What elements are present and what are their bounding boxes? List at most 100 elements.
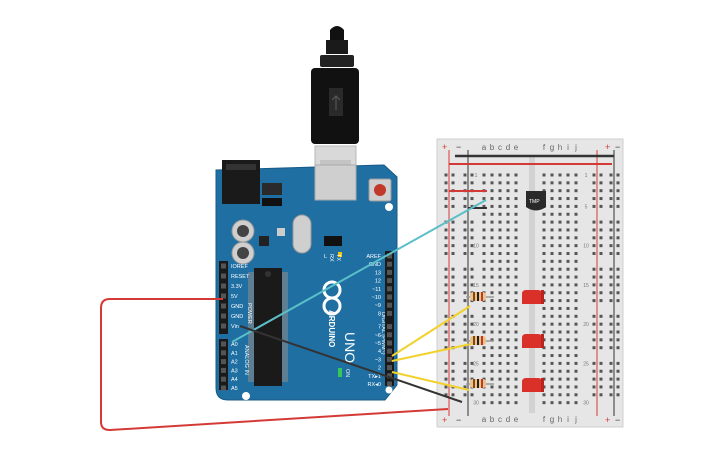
rail-hole[interactable] bbox=[451, 220, 455, 224]
digital-pin[interactable] bbox=[387, 324, 392, 330]
breadboard-hole[interactable] bbox=[514, 283, 518, 287]
rail-hole[interactable] bbox=[451, 283, 455, 287]
rail-hole[interactable] bbox=[444, 299, 448, 303]
rail-hole[interactable] bbox=[444, 204, 448, 208]
breadboard-hole[interactable] bbox=[566, 291, 570, 295]
rail-hole[interactable] bbox=[609, 385, 613, 389]
rail-hole[interactable] bbox=[463, 299, 467, 303]
breadboard-hole[interactable] bbox=[542, 361, 546, 365]
breadboard-hole[interactable] bbox=[550, 291, 554, 295]
resistor[interactable] bbox=[466, 292, 494, 301]
breadboard-hole[interactable] bbox=[498, 330, 502, 334]
rail-hole[interactable] bbox=[599, 377, 603, 381]
rail-hole[interactable] bbox=[463, 393, 467, 397]
breadboard-hole[interactable] bbox=[506, 236, 510, 240]
breadboard-hole[interactable] bbox=[498, 204, 502, 208]
power-pin[interactable] bbox=[221, 263, 226, 269]
rail-hole[interactable] bbox=[451, 197, 455, 201]
rail-hole[interactable] bbox=[609, 291, 613, 295]
breadboard-hole[interactable] bbox=[566, 259, 570, 263]
rail-hole[interactable] bbox=[616, 220, 620, 224]
rail-hole[interactable] bbox=[616, 204, 620, 208]
rail-hole[interactable] bbox=[592, 252, 596, 255]
rail-hole[interactable] bbox=[592, 338, 596, 342]
analog-pin[interactable] bbox=[221, 350, 226, 356]
breadboard-hole[interactable] bbox=[482, 401, 486, 405]
power-pin[interactable] bbox=[221, 273, 226, 279]
breadboard-hole[interactable] bbox=[574, 197, 578, 201]
breadboard-hole[interactable] bbox=[558, 204, 562, 208]
breadboard-hole[interactable] bbox=[558, 322, 562, 326]
breadboard-hole[interactable] bbox=[514, 361, 518, 365]
breadboard-hole[interactable] bbox=[574, 228, 578, 232]
rail-hole[interactable] bbox=[470, 220, 474, 224]
breadboard-hole[interactable] bbox=[574, 346, 578, 350]
rail-hole[interactable] bbox=[599, 314, 603, 318]
breadboard-hole[interactable] bbox=[550, 330, 554, 334]
breadboard-hole[interactable] bbox=[514, 299, 518, 303]
breadboard-hole[interactable] bbox=[566, 212, 570, 216]
breadboard-hole[interactable] bbox=[542, 259, 546, 263]
breadboard-hole[interactable] bbox=[514, 291, 518, 295]
breadboard-hole[interactable] bbox=[514, 346, 518, 350]
digital-pin[interactable] bbox=[387, 253, 392, 259]
breadboard-hole[interactable] bbox=[542, 283, 546, 287]
breadboard-hole[interactable] bbox=[482, 259, 486, 263]
rail-hole[interactable] bbox=[609, 244, 613, 248]
breadboard-hole[interactable] bbox=[514, 385, 518, 389]
breadboard-hole[interactable] bbox=[498, 275, 502, 279]
breadboard-hole[interactable] bbox=[498, 338, 502, 342]
rail-hole[interactable] bbox=[599, 299, 603, 303]
breadboard-hole[interactable] bbox=[498, 252, 502, 255]
rail-hole[interactable] bbox=[444, 322, 448, 326]
rail-hole[interactable] bbox=[616, 244, 620, 248]
rail-hole[interactable] bbox=[470, 330, 474, 334]
rail-hole[interactable] bbox=[609, 220, 613, 224]
breadboard-hole[interactable] bbox=[490, 346, 494, 350]
breadboard-hole[interactable] bbox=[558, 393, 562, 397]
breadboard-hole[interactable] bbox=[490, 189, 494, 193]
breadboard-hole[interactable] bbox=[558, 173, 562, 177]
breadboard-hole[interactable] bbox=[566, 181, 570, 185]
rail-hole[interactable] bbox=[609, 330, 613, 334]
rail-hole[interactable] bbox=[470, 314, 474, 318]
rail-hole[interactable] bbox=[451, 338, 455, 342]
red-led[interactable] bbox=[522, 290, 544, 304]
rail-hole[interactable] bbox=[444, 361, 448, 365]
rail-hole[interactable] bbox=[463, 338, 467, 342]
breadboard-hole[interactable] bbox=[514, 252, 518, 255]
breadboard-hole[interactable] bbox=[482, 228, 486, 232]
breadboard-hole[interactable] bbox=[558, 361, 562, 365]
breadboard-hole[interactable] bbox=[574, 354, 578, 358]
breadboard-hole[interactable] bbox=[490, 377, 494, 381]
breadboard-hole[interactable] bbox=[514, 189, 518, 193]
rail-hole[interactable] bbox=[451, 369, 455, 373]
rail-hole[interactable] bbox=[470, 322, 474, 326]
breadboard-hole[interactable] bbox=[558, 197, 562, 201]
breadboard-hole[interactable] bbox=[566, 236, 570, 240]
rail-hole[interactable] bbox=[451, 322, 455, 326]
breadboard-hole[interactable] bbox=[514, 267, 518, 271]
rail-hole[interactable] bbox=[609, 189, 613, 193]
rail-hole[interactable] bbox=[451, 299, 455, 303]
rail-hole[interactable] bbox=[463, 181, 467, 185]
breadboard-hole[interactable] bbox=[506, 322, 510, 326]
breadboard-hole[interactable] bbox=[558, 181, 562, 185]
rail-hole[interactable] bbox=[463, 346, 467, 350]
breadboard-hole[interactable] bbox=[542, 220, 546, 224]
rail-hole[interactable] bbox=[592, 244, 596, 248]
rail-hole[interactable] bbox=[599, 338, 603, 342]
rail-hole[interactable] bbox=[609, 361, 613, 365]
breadboard-hole[interactable] bbox=[566, 385, 570, 389]
breadboard-hole[interactable] bbox=[490, 369, 494, 373]
breadboard-hole[interactable] bbox=[490, 212, 494, 216]
rail-hole[interactable] bbox=[609, 275, 613, 279]
breadboard-hole[interactable] bbox=[574, 306, 578, 310]
rail-hole[interactable] bbox=[463, 252, 467, 255]
rail-hole[interactable] bbox=[463, 204, 467, 208]
breadboard-hole[interactable] bbox=[542, 354, 546, 358]
breadboard-hole[interactable] bbox=[490, 299, 494, 303]
breadboard-hole[interactable] bbox=[498, 354, 502, 358]
rail-hole[interactable] bbox=[592, 385, 596, 389]
rail-hole[interactable] bbox=[463, 291, 467, 295]
